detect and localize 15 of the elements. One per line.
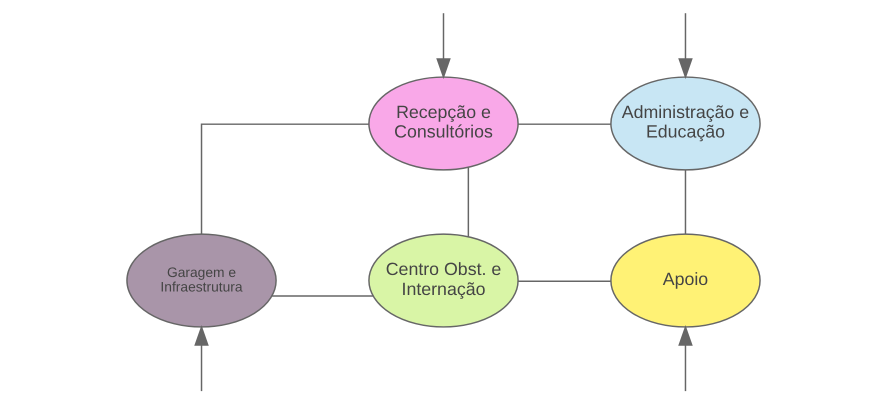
connector: [518, 123, 611, 125]
arrow: [194, 325, 209, 392]
connector: [684, 170, 686, 234]
node-ellipse: Recepção e Consultórios: [368, 76, 519, 171]
connector: [518, 280, 611, 282]
connector: [272, 295, 373, 297]
arrow: [678, 325, 693, 392]
connector: [200, 123, 369, 234]
node-ellipse: Apoio: [610, 233, 761, 328]
node-ellipse: Administração e Educação: [610, 76, 761, 171]
arrow: [678, 13, 693, 80]
node-ellipse: Garagem e Infraestrutura: [126, 233, 277, 328]
connector: [468, 168, 470, 237]
node-ellipse: Centro Obst. e Internação: [368, 233, 519, 328]
arrow: [436, 13, 451, 80]
